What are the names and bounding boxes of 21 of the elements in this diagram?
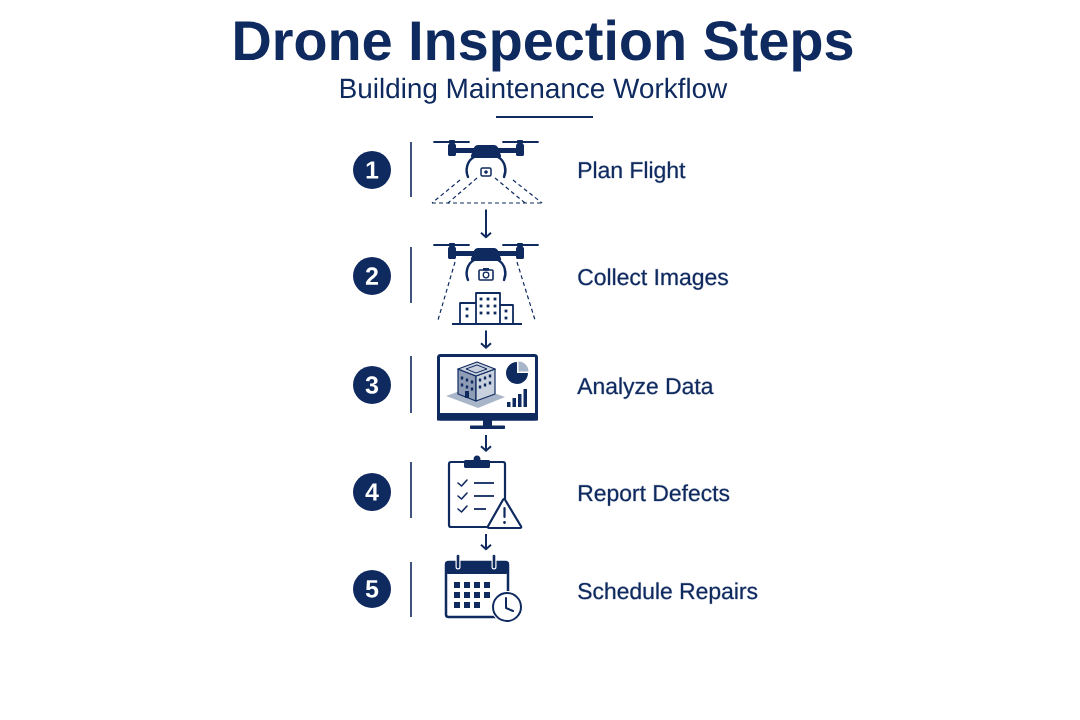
step-label: Collect Images	[578, 268, 728, 290]
arrow	[480, 533, 492, 551]
step-label: Plan Flight	[578, 161, 686, 183]
arrow	[480, 208, 492, 239]
step-number-badge: 2	[353, 257, 391, 295]
step-number-badge: 1	[353, 151, 391, 189]
drone-icon	[431, 140, 543, 204]
calendar-clock-icon	[444, 553, 523, 623]
monitor-analytics-icon	[437, 354, 538, 429]
step-number-badge: 5	[353, 570, 391, 608]
clipboard-warning-icon	[447, 455, 523, 530]
arrow	[480, 434, 492, 452]
drone-building-icon	[433, 243, 539, 325]
step-label: Analyze Data	[577, 377, 714, 399]
step-number-badge: 3	[353, 366, 391, 404]
title: Drone Inspection Steps	[235, 19, 853, 72]
subtitle: Building Maintenance Workflow	[340, 77, 728, 104]
step-label: Report Defects	[578, 484, 730, 506]
arrow	[480, 329, 492, 349]
step-label: Schedule Repairs	[578, 582, 758, 604]
step-number-badge: 4	[353, 473, 391, 511]
